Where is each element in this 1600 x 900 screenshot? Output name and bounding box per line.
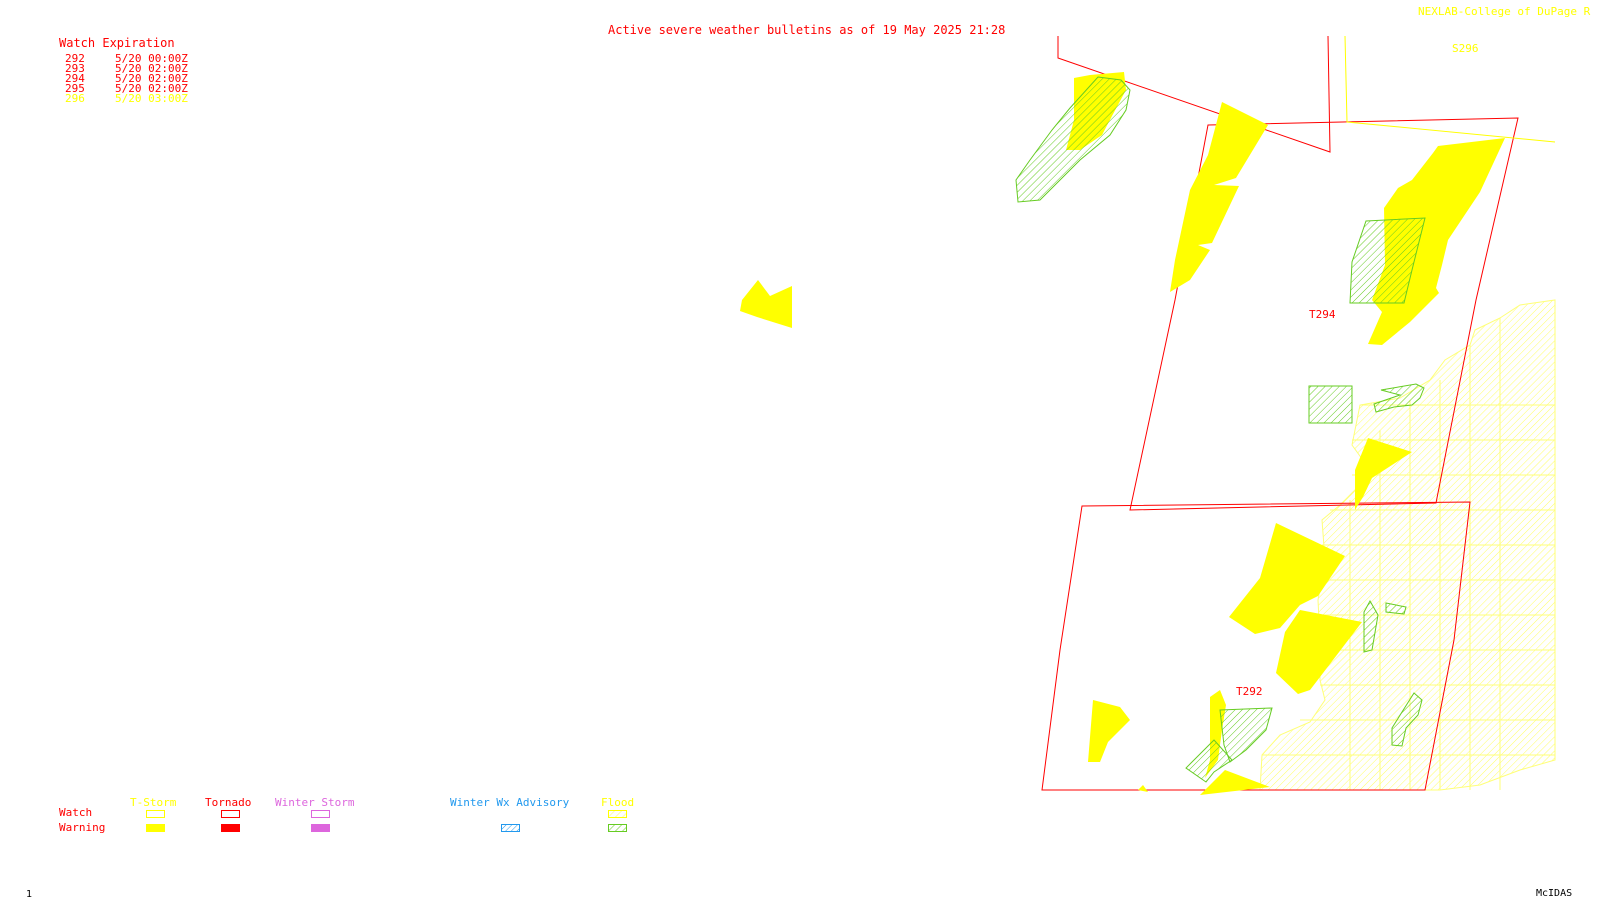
- legend-winter-wx-advisory-swatch: [501, 824, 520, 832]
- watch-row: 292 5/20 00:00Z: [65, 52, 188, 65]
- watch-expiration-time: 5/20 02:00Z: [115, 62, 188, 75]
- legend-row-watch: Watch: [59, 806, 93, 819]
- watch-id: 293: [65, 62, 85, 75]
- watch-table-title: Watch Expiration: [59, 36, 175, 50]
- watch-row: 294 5/20 02:00Z: [65, 72, 188, 85]
- legend-tstorm-warning-swatch: [146, 824, 165, 832]
- legend-row-warning: Warning: [59, 821, 106, 834]
- legend-flood-watch-swatch: [608, 810, 627, 818]
- legend-winter-storm-watch-swatch: [311, 810, 330, 818]
- watch-row: 296 5/20 03:00Z: [65, 92, 188, 105]
- watch-id: 295: [65, 82, 85, 95]
- legend-tornado-watch-swatch: [221, 810, 240, 818]
- flood-watch-area: [1259, 299, 1556, 791]
- severe-watch-outline: [1344, 35, 1556, 143]
- watch-id: 296: [65, 92, 85, 105]
- legend-label-winter-wx-advisory: Winter Wx Advisory: [450, 796, 570, 809]
- watch-label-t292: T292: [1236, 685, 1263, 698]
- source-credit: NEXLAB-College of DuPage R: [1418, 5, 1591, 18]
- watch-id: 294: [65, 72, 85, 85]
- watch-row: 293 5/20 02:00Z: [65, 62, 188, 75]
- tornado-watch-outlines: [1041, 35, 1519, 791]
- watch-row: 295 5/20 02:00Z: [65, 82, 188, 95]
- legend-label-tornado: Tornado: [205, 796, 252, 809]
- legend-label-winter-storm: Winter Storm: [275, 796, 355, 809]
- legend-tstorm-watch-swatch: [146, 810, 165, 818]
- watch-expiration-time: 5/20 02:00Z: [115, 72, 188, 85]
- watch-label-s296: S296: [1452, 42, 1479, 55]
- watch-id: 292: [65, 52, 85, 65]
- legend-winter-storm-warning-swatch: [311, 824, 330, 832]
- legend-label-flood: Flood: [601, 796, 635, 809]
- legend-tornado-warning-swatch: [221, 824, 240, 832]
- bulletin-title: Active severe weather bulletins as of 19…: [608, 23, 1006, 37]
- legend-label-tstorm: T-Storm: [130, 796, 177, 809]
- watch-expiration-time: 5/20 02:00Z: [115, 82, 188, 95]
- legend-flood-warning-swatch: [608, 824, 627, 832]
- frame-number: 1: [26, 889, 33, 900]
- watch-label-t294: T294: [1309, 308, 1336, 321]
- software-label: McIDAS: [1536, 888, 1573, 899]
- watch-expiration-time: 5/20 00:00Z: [115, 52, 188, 65]
- flood-warnings: [1015, 76, 1426, 783]
- tstorm-warnings: [740, 72, 1505, 795]
- watch-expiration-time: 5/20 03:00Z: [115, 92, 188, 105]
